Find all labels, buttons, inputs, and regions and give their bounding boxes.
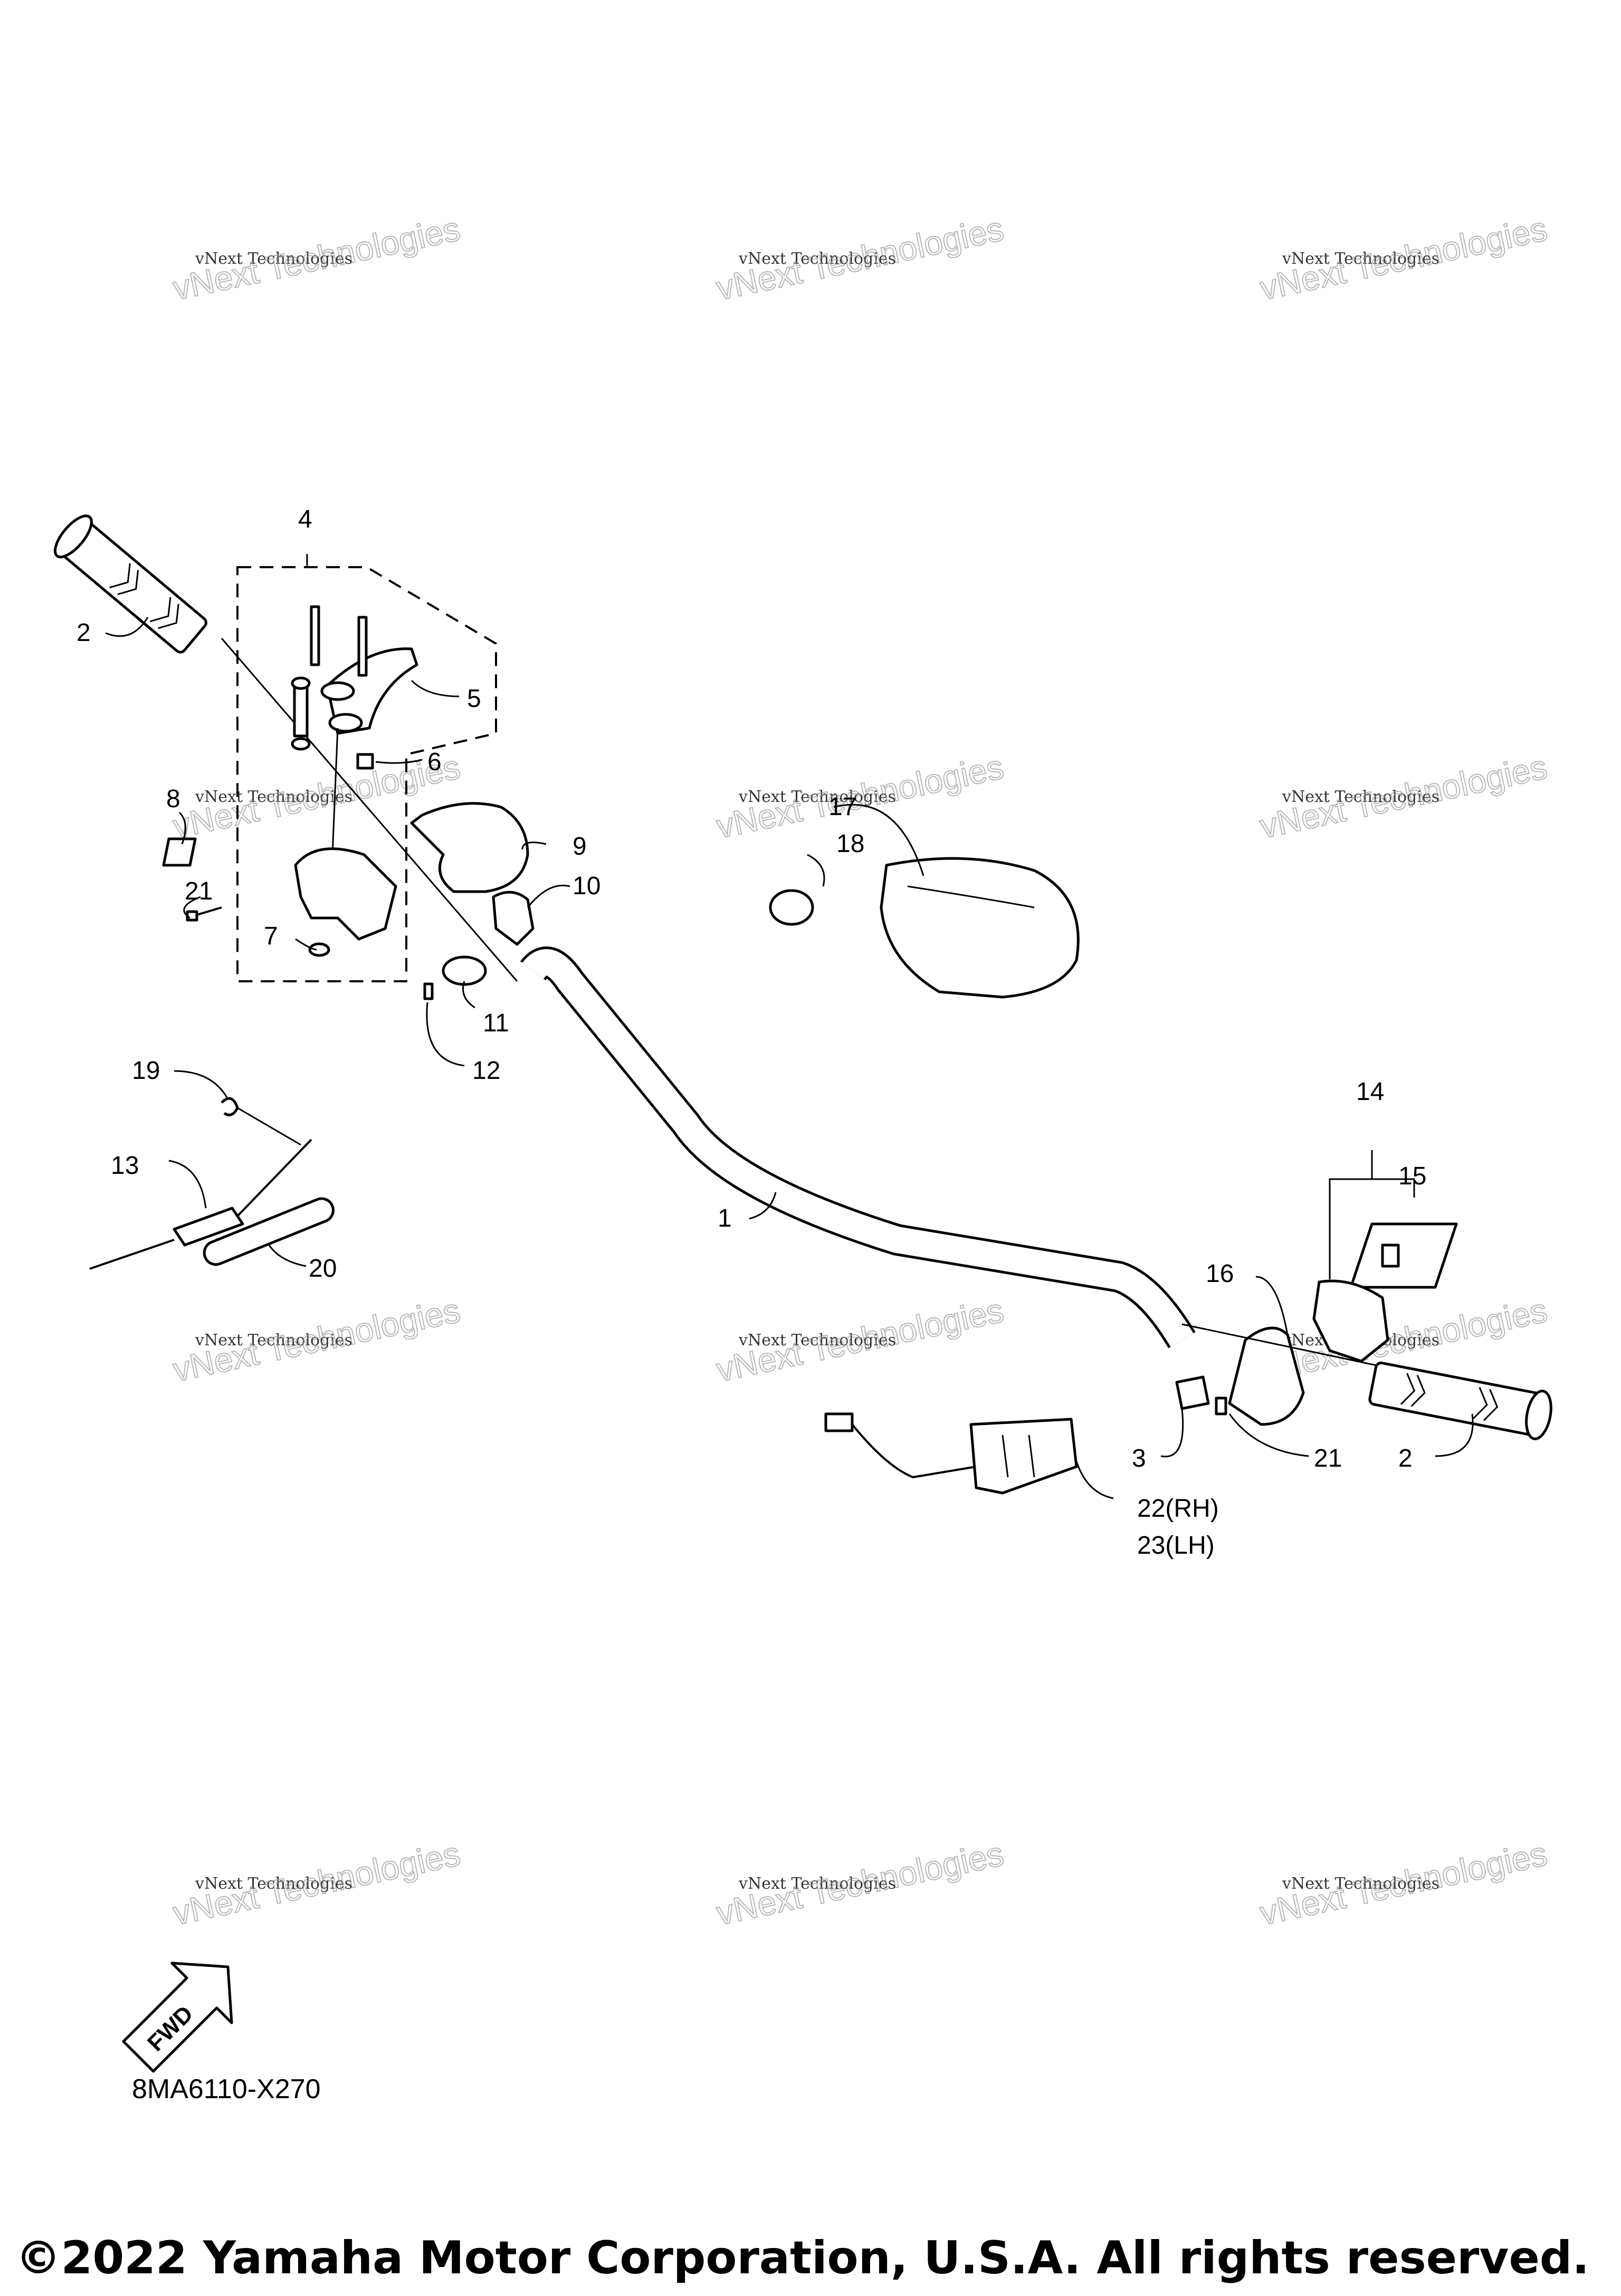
- svg-text:vNext Technologies: vNext Technologies: [195, 1874, 352, 1893]
- svg-text:vNext Technologies: vNext Technologies: [195, 1331, 352, 1350]
- watermark: vNext Technologies vNext Technologies: [169, 209, 464, 308]
- svg-text:vNext Technologies: vNext Technologies: [738, 1331, 896, 1350]
- watermark: vNext Technologies vNext Technologies: [1256, 1834, 1551, 1933]
- svg-text:vNext Technologies: vNext Technologies: [738, 788, 896, 806]
- watermark: vNext Technologies vNext Technologies: [713, 1834, 1008, 1933]
- callout: 7: [264, 922, 278, 950]
- svg-text:vNext Technologies: vNext Technologies: [738, 1874, 896, 1893]
- callout-labels: 1 2 2 3 4 5 6 7 8 9 10 11 12 13 14 15 16…: [77, 505, 1426, 1560]
- callout: 16: [1206, 1260, 1234, 1288]
- svg-text:vNext Technologies: vNext Technologies: [1282, 250, 1439, 268]
- lower-housing: [294, 847, 397, 941]
- part-10-switch: [492, 891, 535, 946]
- callout: 14: [1356, 1078, 1384, 1106]
- callout: 1: [718, 1204, 732, 1232]
- part-16-cover: [1228, 1326, 1305, 1426]
- callout: 4: [298, 505, 312, 533]
- callout: 5: [467, 685, 481, 713]
- part-7-washer: [308, 942, 330, 957]
- callout: 11: [483, 1009, 509, 1037]
- washer: [291, 676, 311, 690]
- left-axis-line: [221, 638, 518, 982]
- part-8-label: [162, 837, 197, 867]
- svg-text:vNext Technologies: vNext Technologies: [1282, 788, 1439, 806]
- shaft-line: [331, 728, 339, 855]
- part-9-cover: [410, 802, 529, 893]
- sticker-symbol: [1381, 1243, 1400, 1268]
- callout: 12: [472, 1057, 500, 1085]
- part-15-label: [1349, 1222, 1458, 1289]
- part-13-cable: [89, 1139, 312, 1270]
- callout: 17: [828, 793, 856, 821]
- callout: 20: [309, 1255, 337, 1283]
- leader-lines: [105, 554, 1474, 1499]
- callout: 19: [132, 1057, 160, 1085]
- callout: 9: [573, 833, 587, 860]
- grip-heater-harness: [824, 1412, 1078, 1495]
- watermarks: vNext Technologies vNext Technologies vN…: [169, 209, 1551, 1933]
- callout: 6: [427, 748, 442, 776]
- callout: 21: [185, 877, 213, 905]
- diagram-code: 8MA6110-X270: [132, 2074, 321, 2104]
- part-20-tube: [203, 1197, 335, 1266]
- watermark: vNext Technologies vNext Technologies: [1256, 747, 1551, 846]
- callout: 22(RH): [1137, 1495, 1219, 1523]
- pad-detail: [907, 885, 1035, 908]
- part-21-screw-left: [186, 906, 222, 922]
- watermark: vNext Technologies vNext Technologies: [169, 1290, 464, 1390]
- callout: 13: [111, 1152, 139, 1180]
- watermark: vNext Technologies vNext Technologies: [713, 209, 1008, 308]
- part-19-clip: [221, 1097, 239, 1116]
- copyright-notice: ©2022 Yamaha Motor Corporation, U.S.A. A…: [15, 2232, 1590, 2284]
- callout: 18: [836, 830, 864, 858]
- left-grip: [53, 514, 207, 654]
- watermark: vNext Technologies vNext Technologies: [1256, 209, 1551, 308]
- callout: 15: [1398, 1162, 1426, 1190]
- svg-text:vNext Technologies: vNext Technologies: [738, 250, 896, 268]
- fwd-arrow-icon: FWD: [122, 1962, 233, 2073]
- watermark: vNext Technologies vNext Technologies: [169, 1834, 464, 1933]
- handlebar: [520, 946, 1196, 1348]
- collar: [293, 684, 309, 738]
- switch-housing: [1312, 1279, 1389, 1363]
- callout: 10: [573, 872, 600, 900]
- callout: 8: [166, 785, 180, 813]
- callout: 21: [1314, 1444, 1342, 1472]
- assembly-4-boundary: [236, 566, 497, 982]
- pin: [357, 616, 368, 677]
- part-17-pad: [880, 857, 1080, 999]
- callout: 2: [1398, 1444, 1413, 1472]
- part-6-clip: [356, 753, 374, 770]
- svg-text:vNext Technologies: vNext Technologies: [1282, 1874, 1439, 1893]
- part-21-screw-right: [1215, 1396, 1227, 1415]
- part-18-clip: [769, 889, 814, 926]
- watermark: vNext Technologies vNext Technologies: [713, 1290, 1008, 1390]
- bolt: [310, 605, 320, 666]
- callout: 3: [1132, 1444, 1146, 1472]
- washer: [291, 737, 311, 751]
- svg-text:vNext Technologies: vNext Technologies: [195, 250, 352, 268]
- callout: 23(LH): [1137, 1532, 1215, 1560]
- part-11-knob: [442, 955, 487, 986]
- part-12-screw: [423, 982, 434, 1000]
- throttle-lever: [320, 647, 418, 735]
- part-3-end: [1175, 1375, 1210, 1410]
- callout: 2: [77, 619, 91, 647]
- right-grip: [1368, 1361, 1552, 1440]
- svg-text:vNext Technologies: vNext Technologies: [195, 788, 352, 806]
- leader-19-line: [237, 1107, 301, 1146]
